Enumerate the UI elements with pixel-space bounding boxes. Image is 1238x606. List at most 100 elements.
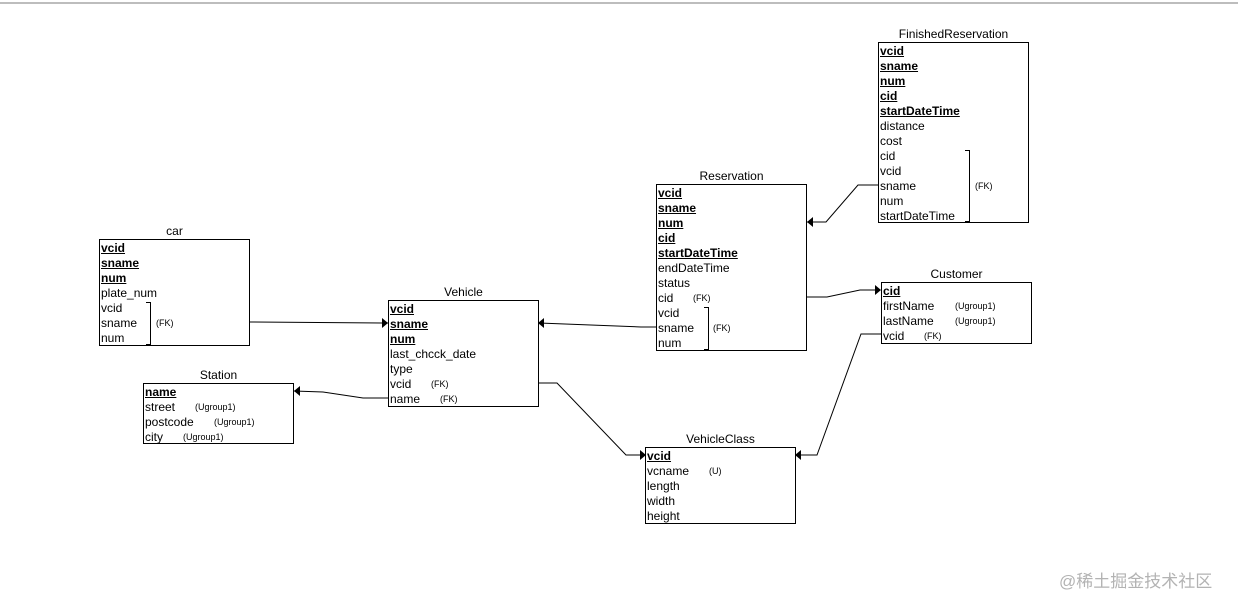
field: height — [647, 509, 680, 523]
field: width — [647, 494, 676, 508]
watermark: @稀土掘金技术社区 — [1059, 572, 1213, 591]
field: city(Ugroup1) — [145, 430, 224, 444]
field: endDateTime — [658, 261, 730, 275]
link-vehicle-vehicleclass — [539, 382, 646, 456]
entity-body: vcid sname num plate_num vcid sname num — [99, 239, 250, 346]
entity-title: VehicleClass — [686, 432, 755, 446]
entity-body: vcid vcname(U) length width height — [645, 447, 796, 524]
fk-group-label: (FK) — [713, 323, 731, 333]
ugroup-annotation: (Ugroup1) — [955, 301, 996, 311]
fk-annotation: (FK) — [693, 293, 711, 303]
entity-title: FinishedReservation — [898, 27, 1009, 41]
entity-vehicle[interactable]: Vehicle vcid sname num last_chcck_date t… — [388, 286, 539, 407]
field: num — [658, 336, 682, 350]
top-border — [0, 2, 1238, 4]
field: num — [880, 194, 904, 208]
entity-title: Vehicle — [444, 285, 483, 299]
field: vcid — [101, 301, 123, 315]
field: num — [101, 331, 125, 345]
field: firstName(Ugroup1) — [883, 299, 996, 313]
field: name(FK) — [390, 392, 458, 406]
entity-title: car — [166, 224, 183, 238]
link-finished-reservation — [807, 184, 879, 223]
unique-annotation: (U) — [709, 466, 722, 476]
entity-body: name street(Ugroup1) postcode(Ugroup1) c… — [143, 383, 294, 444]
link-customer-vehicleclass — [796, 333, 881, 456]
field: vcname(U) — [647, 464, 722, 478]
field: sname — [658, 321, 695, 335]
entity-body: cid firstName(Ugroup1) lastName(Ugroup1)… — [881, 282, 1032, 344]
entity-title: Reservation — [699, 169, 764, 183]
pk-field: vcid — [647, 449, 672, 463]
fk-group-bracket — [704, 307, 709, 350]
arrow-into-customer — [875, 285, 881, 295]
entity-customer[interactable]: Customer cid firstName(Ugroup1) lastName… — [881, 268, 1032, 344]
field: vcid — [880, 164, 902, 178]
field: sname — [880, 179, 917, 193]
entity-car[interactable]: car vcid sname num plate_num vcid sname … — [99, 225, 250, 346]
link-reservation-customer — [807, 289, 880, 298]
entity-station[interactable]: Station name street(Ugroup1) postcode(Ug… — [143, 369, 294, 444]
pk-field: sname — [658, 201, 697, 215]
entity-body: vcid sname num last_chcck_date type vcid… — [388, 300, 539, 407]
field: last_chcck_date — [390, 347, 477, 361]
field: cid(FK) — [658, 291, 711, 305]
pk-field: num — [101, 271, 127, 285]
field: cid — [880, 149, 896, 163]
arrow-into-vehicle-left — [382, 318, 388, 328]
fk-group-label: (FK) — [975, 181, 993, 191]
pk-field: vcid — [101, 241, 126, 255]
pk-field: cid — [658, 231, 676, 245]
fk-group-bracket — [965, 150, 970, 222]
pk-field: cid — [883, 284, 901, 298]
pk-field: sname — [880, 59, 919, 73]
field: lastName(Ugroup1) — [883, 314, 996, 328]
entity-vehicleclass[interactable]: VehicleClass vcid vcname(U) length width… — [645, 433, 796, 524]
pk-field: vcid — [390, 302, 415, 316]
field: length — [647, 479, 680, 493]
entity-title: Customer — [930, 267, 983, 281]
pk-field: num — [658, 216, 684, 230]
arrow-into-reservation — [807, 217, 813, 227]
pk-field: vcid — [880, 44, 905, 58]
ugroup-annotation: (Ugroup1) — [195, 402, 236, 412]
fk-annotation: (FK) — [924, 331, 942, 341]
pk-field: num — [880, 74, 906, 88]
field: plate_num — [101, 286, 158, 300]
pk-field: sname — [101, 256, 140, 270]
arrow-into-vehicle-right — [538, 318, 544, 328]
field: postcode(Ugroup1) — [145, 415, 255, 429]
field: cost — [880, 134, 903, 148]
entity-body: vcid sname num cid startDateTime distanc… — [878, 42, 1029, 223]
link-car-vehicle — [249, 321, 389, 324]
pk-field: startDateTime — [880, 104, 960, 118]
field: street(Ugroup1) — [145, 400, 236, 414]
pk-field: startDateTime — [658, 246, 738, 260]
entity-finished-reservation[interactable]: FinishedReservation vcid sname num cid s… — [878, 28, 1029, 223]
field: type — [390, 362, 413, 376]
fk-annotation: (FK) — [440, 394, 458, 404]
fk-annotation: (FK) — [431, 379, 449, 389]
pk-field: vcid — [658, 186, 683, 200]
pk-field: name — [145, 385, 177, 399]
entity-title: Station — [199, 368, 238, 382]
pk-field: sname — [390, 317, 429, 331]
ugroup-annotation: (Ugroup1) — [214, 417, 255, 427]
fk-group-bracket — [146, 302, 151, 345]
entity-reservation[interactable]: Reservation vcid sname num cid startDate… — [656, 170, 807, 351]
field: distance — [880, 119, 925, 133]
link-reservation-vehicle — [538, 322, 657, 328]
entity-body: vcid sname num cid startDateTime endDate… — [656, 184, 807, 351]
ugroup-annotation: (Ugroup1) — [183, 432, 224, 442]
link-vehicle-station — [293, 390, 389, 399]
pk-field: num — [390, 332, 416, 346]
arrow-into-station — [294, 386, 300, 396]
field: vcid(FK) — [883, 329, 942, 343]
field: vcid — [658, 306, 680, 320]
fk-group-label: (FK) — [156, 318, 174, 328]
arrow-into-vehicleclass-left — [640, 450, 646, 460]
field: startDateTime — [880, 209, 955, 223]
arrow-into-vehicleclass-right — [795, 450, 801, 460]
field: status — [658, 276, 691, 290]
